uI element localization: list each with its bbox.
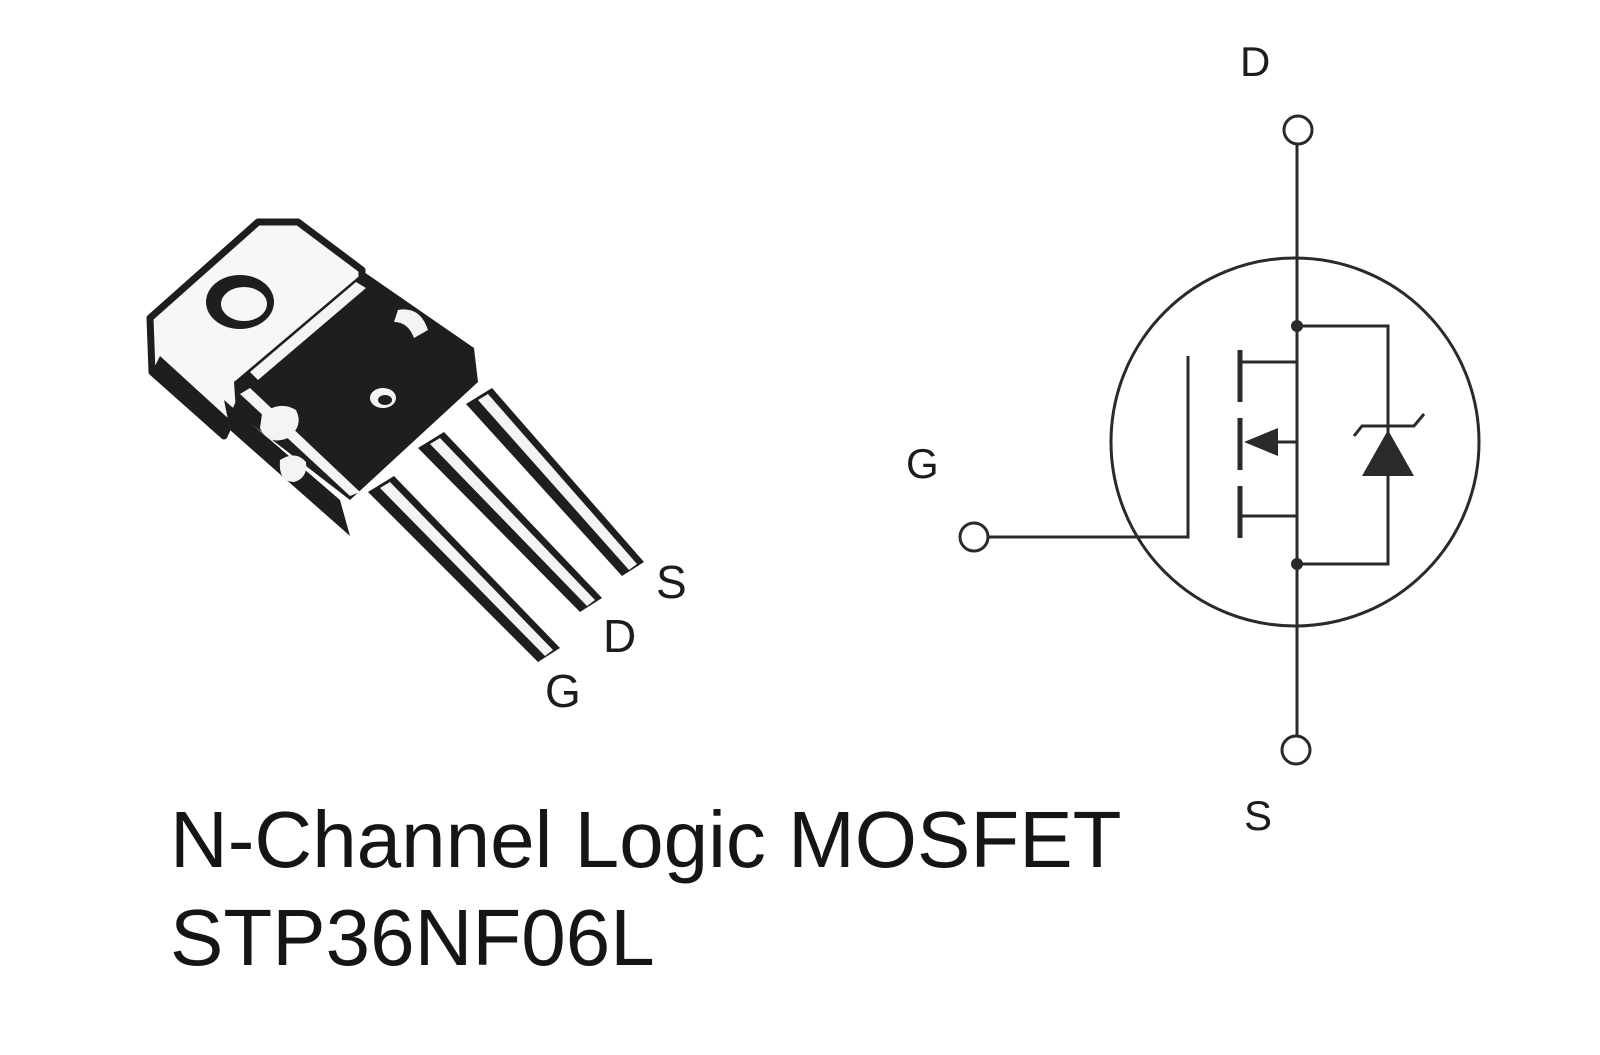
symbol-label-source: S	[1244, 792, 1272, 839]
source-terminal-icon	[1280, 734, 1312, 766]
body-diode-wire	[1297, 324, 1390, 566]
drain-terminal-icon	[1282, 114, 1314, 146]
symbol-label-drain: D	[1240, 38, 1270, 85]
caption-title: N-Channel Logic MOSFET	[170, 795, 1122, 884]
gate-wire	[988, 356, 1190, 539]
substrate-arrow-icon	[1244, 428, 1278, 456]
caption-part-number: STP36NF06L	[170, 893, 655, 982]
mosfet-symbol: D G S	[906, 38, 1481, 839]
zener-cathode-bar	[1352, 413, 1426, 437]
gate-terminal-icon	[958, 521, 990, 553]
package-lead-g	[368, 476, 560, 662]
to220-package: G D S	[146, 218, 687, 717]
package-lead-s	[466, 388, 644, 576]
package-pin-label-s: S	[656, 556, 687, 608]
package-tab	[146, 218, 366, 440]
package-body	[224, 272, 478, 536]
zener-diode-icon	[1362, 430, 1414, 476]
package-pin-label-d: D	[603, 610, 636, 662]
symbol-envelope-circle	[1109, 256, 1481, 628]
package-lead-d	[418, 432, 602, 612]
symbol-label-gate: G	[906, 440, 939, 487]
package-pin-label-g: G	[545, 665, 581, 717]
